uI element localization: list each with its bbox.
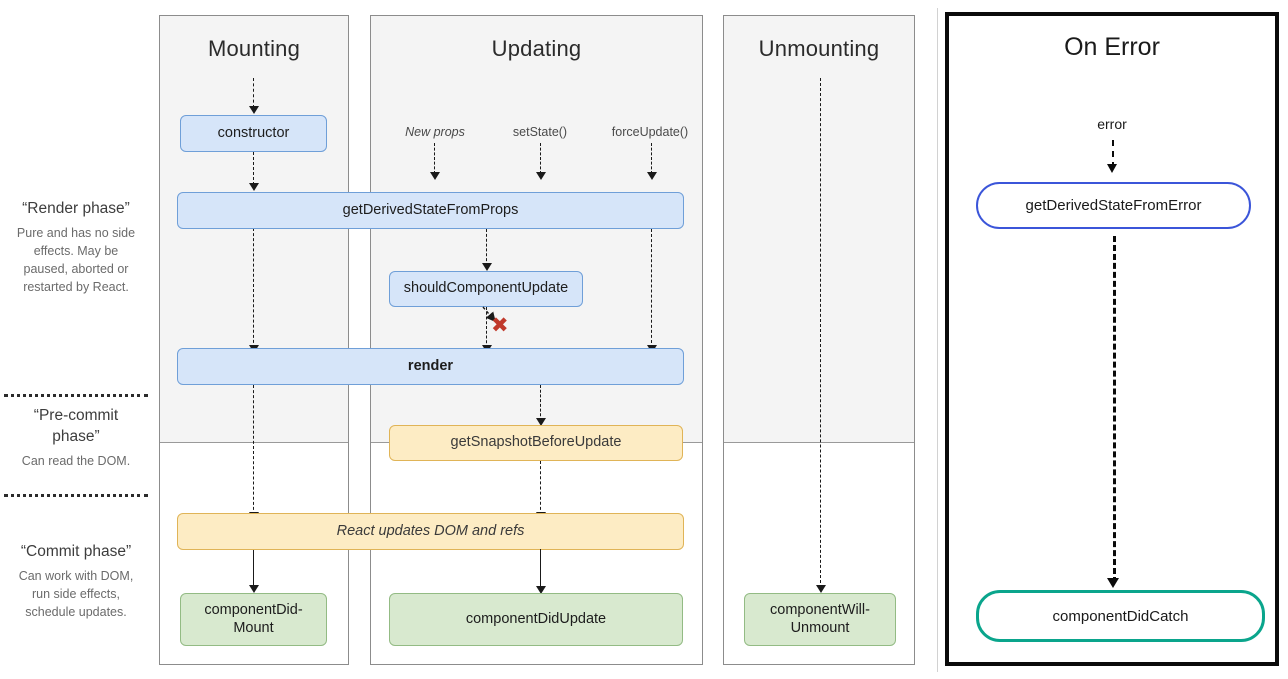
connector-scu-to-render bbox=[486, 307, 487, 348]
connector-gsbu-to-dom bbox=[540, 461, 541, 515]
connector-dom-to-cdm bbox=[253, 548, 254, 588]
connector-setstate bbox=[540, 143, 541, 174]
phase-legend-render: “Render phase” Pure and has no side effe… bbox=[0, 199, 152, 296]
arrowhead-setstate bbox=[536, 172, 546, 180]
arrowhead-to-constructor bbox=[249, 106, 259, 114]
node-component-did-update[interactable]: componentDidUpdate bbox=[389, 593, 683, 646]
on-error-title: On Error bbox=[1064, 33, 1160, 61]
connector-unmounting-to-cwu bbox=[820, 78, 821, 588]
phase-legend-precommit: “Pre-commit phase” Can read the DOM. bbox=[0, 406, 152, 470]
connector-gdsfp-to-scu bbox=[486, 229, 487, 266]
node-component-will-unmount[interactable]: componentWill-Unmount bbox=[744, 593, 896, 646]
trigger-label-forceupdate: forceUpdate() bbox=[611, 125, 689, 139]
phase-title-precommit: “Pre-commit phase” bbox=[33, 407, 119, 445]
phase-divider-top bbox=[4, 394, 148, 397]
arrowhead-to-gsbu bbox=[536, 418, 546, 426]
trigger-label-new-props: New props bbox=[405, 125, 465, 139]
connector-new-props bbox=[434, 143, 435, 174]
phase-title-commit: “Commit phase” bbox=[20, 543, 132, 560]
node-get-derived-state-from-error[interactable]: getDerivedStateFromError bbox=[976, 182, 1251, 229]
node-render[interactable]: render bbox=[177, 348, 684, 385]
arrowhead-new-props bbox=[430, 172, 440, 180]
connector-render-to-dom-mounting bbox=[253, 385, 254, 515]
arrowhead-to-cdm bbox=[249, 585, 259, 593]
arrowhead-to-cdc bbox=[1107, 578, 1119, 588]
arrowhead-to-gdsfp-mounting bbox=[249, 183, 259, 191]
connector-gdsfe-to-cdc bbox=[1113, 236, 1116, 583]
connector-mounting-title-to-constructor bbox=[253, 78, 254, 108]
connector-scu-skip bbox=[482, 306, 496, 323]
column-title-unmounting: Unmounting bbox=[758, 36, 880, 61]
phase-title-render: “Render phase” bbox=[22, 200, 130, 217]
connector-forceupdate bbox=[651, 143, 652, 174]
connector-constructor-to-gdsfp bbox=[253, 152, 254, 185]
column-title-updating: Updating bbox=[491, 36, 582, 61]
node-constructor[interactable]: constructor bbox=[180, 115, 327, 152]
arrowhead-forceupdate bbox=[647, 172, 657, 180]
connector-forceupdate-bypass-to-render bbox=[651, 229, 652, 348]
arrowhead-to-cwu bbox=[816, 585, 826, 593]
node-get-snapshot-before-update[interactable]: getSnapshotBeforeUpdate bbox=[389, 425, 683, 461]
connector-render-to-gsbu bbox=[540, 385, 541, 421]
phase-description-precommit: Can read the DOM. bbox=[21, 453, 131, 468]
phase-description-commit: Can work with DOM, run side effects, sch… bbox=[18, 568, 134, 620]
node-react-updates-dom-and-refs[interactable]: React updates DOM and refs bbox=[177, 513, 684, 550]
node-get-derived-state-from-props[interactable]: getDerivedStateFromProps bbox=[177, 192, 684, 229]
connector-dom-to-cdu bbox=[540, 549, 541, 589]
error-panel-separator bbox=[937, 8, 938, 672]
skip-update-x-icon: ✖ bbox=[491, 313, 509, 337]
connector-gdsfp-to-render-mounting bbox=[253, 228, 254, 348]
column-title-mounting: Mounting bbox=[207, 36, 301, 61]
phase-divider-bottom bbox=[4, 494, 148, 497]
node-component-did-catch[interactable]: componentDidCatch bbox=[976, 590, 1265, 642]
on-error-panel bbox=[945, 12, 1279, 666]
phase-legend-commit: “Commit phase” Can work with DOM, run si… bbox=[0, 542, 152, 621]
arrowhead-to-cdu bbox=[536, 586, 546, 594]
phase-description-render: Pure and has no side effects. May be pau… bbox=[16, 225, 136, 295]
render-phase-shade-unmounting bbox=[724, 16, 914, 443]
node-component-did-mount[interactable]: componentDid-Mount bbox=[180, 593, 327, 646]
trigger-label-setstate: setState() bbox=[512, 125, 568, 139]
error-trigger-label: error bbox=[1097, 116, 1127, 132]
arrowhead-to-scu bbox=[482, 263, 492, 271]
connector-error-to-gdsfe bbox=[1112, 140, 1114, 168]
node-should-component-update[interactable]: shouldComponentUpdate bbox=[389, 271, 583, 307]
arrowhead-to-gdsfe bbox=[1107, 164, 1117, 173]
